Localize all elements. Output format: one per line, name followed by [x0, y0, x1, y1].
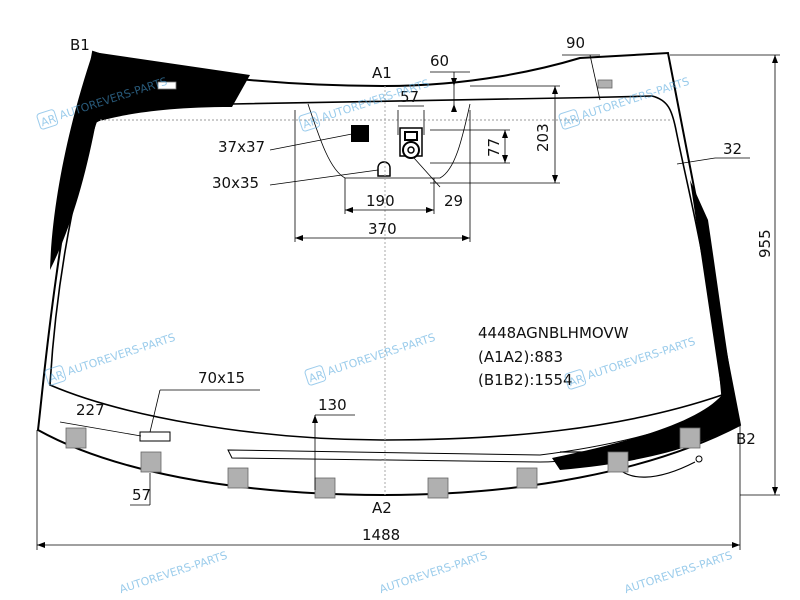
pad [607, 451, 629, 473]
dim-227: 227 [76, 401, 105, 419]
dim-57-bottom: 57 [132, 486, 151, 504]
svg-text:AUTOREVERS-PARTS: AUTOREVERS-PARTS [118, 549, 229, 596]
mirror-mount [377, 161, 391, 177]
svg-text:AR: AR [307, 368, 326, 385]
dim-70x15: 70x15 [198, 369, 245, 387]
dim-90: 90 [566, 34, 585, 52]
watermark: AUTOREVERS-PARTS [378, 549, 489, 596]
heating-element [227, 417, 714, 463]
pad [597, 79, 613, 89]
part-number: 4448AGNBLHMOVW [478, 324, 629, 342]
frit-left [50, 52, 250, 270]
watermark: AR AUTOREVERS-PARTS [44, 331, 177, 386]
point-a1-label: A1 [372, 64, 392, 82]
dim-190: 190 [366, 192, 395, 210]
pad [427, 477, 449, 499]
svg-text:AUTOREVERS-PARTS: AUTOREVERS-PARTS [326, 331, 437, 378]
watermark: AUTOREVERS-PARTS [623, 549, 734, 596]
pad [516, 467, 538, 489]
dim-203: 203 [534, 123, 552, 152]
point-a2-label: A2 [372, 499, 392, 517]
svg-text:AUTOREVERS-PARTS: AUTOREVERS-PARTS [623, 549, 734, 596]
dim-57-top: 57 [400, 88, 419, 106]
watermark: AUTOREVERS-PARTS [118, 549, 229, 596]
dim-30x35: 30x35 [212, 174, 259, 192]
dim-77: 77 [485, 138, 503, 157]
svg-text:AR: AR [567, 372, 586, 389]
pad [314, 477, 336, 499]
spec-b1b2: (B1B2):1554 [478, 371, 573, 389]
tab-70x15 [139, 431, 171, 442]
point-b1-label: B1 [70, 36, 90, 54]
svg-text:AR: AR [47, 368, 66, 385]
pad [679, 427, 701, 449]
dim-32: 32 [723, 140, 742, 158]
dim-1488: 1488 [362, 526, 400, 544]
dim-37x37: 37x37 [218, 138, 265, 156]
dim-370: 370 [368, 220, 397, 238]
point-b2-label: B2 [736, 430, 756, 448]
rain-sensor-icon [399, 127, 423, 159]
svg-text:AR: AR [561, 112, 580, 129]
heating-wire [560, 429, 691, 459]
svg-text:AUTOREVERS-PARTS: AUTOREVERS-PARTS [580, 75, 691, 122]
svg-text:AUTOREVERS-PARTS: AUTOREVERS-PARTS [378, 549, 489, 596]
watermark: AR AUTOREVERS-PARTS [304, 331, 437, 386]
label-plate [157, 81, 177, 90]
glass-outline [36, 50, 742, 497]
sensor-block-37x37 [351, 125, 369, 142]
pad [65, 427, 87, 449]
dim-130: 130 [318, 396, 347, 414]
svg-text:AUTOREVERS-PARTS: AUTOREVERS-PARTS [66, 331, 177, 378]
connector-end [695, 455, 703, 463]
sensor-area-outline [307, 103, 471, 179]
mounting-pads [65, 79, 701, 499]
watermark: AR AUTOREVERS-PARTS [558, 75, 691, 130]
spec-a1a2: (A1A2):883 [478, 348, 563, 366]
dim-955: 955 [756, 229, 774, 258]
svg-text:AR: AR [301, 114, 320, 131]
arrowheads [37, 55, 778, 548]
visible-area-outline [49, 95, 723, 441]
svg-text:AR: AR [39, 112, 58, 129]
dim-29: 29 [444, 192, 463, 210]
pad [227, 467, 249, 489]
dimension-lines [36, 54, 780, 550]
pad [140, 451, 162, 473]
dim-60: 60 [430, 52, 449, 70]
